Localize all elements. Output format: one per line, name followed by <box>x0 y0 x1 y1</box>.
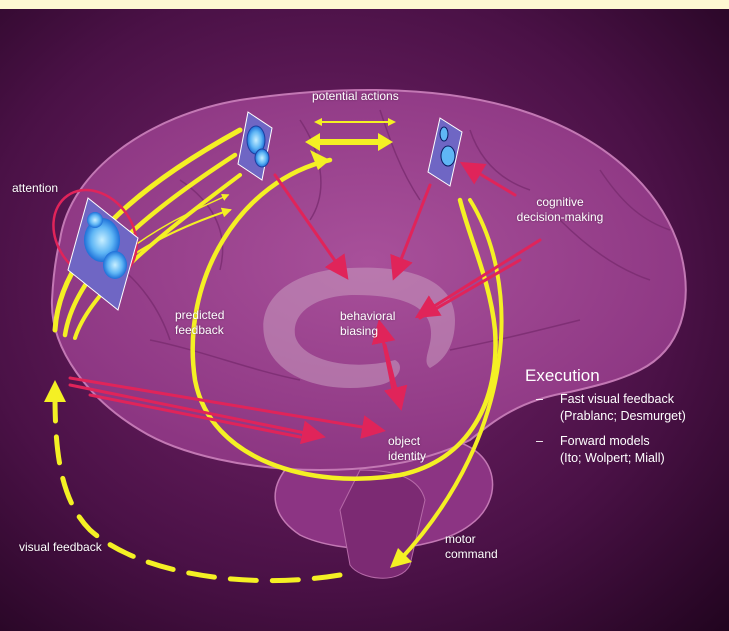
execution-item-line1: Fast visual feedback <box>560 392 674 406</box>
cognitive-line1: cognitive <box>536 195 584 209</box>
behavioral-biasing-label: behavioral biasing <box>340 309 395 339</box>
execution-item-line1: Forward models <box>560 434 650 448</box>
object-line1: object <box>388 434 421 448</box>
yellow-loop-arrow <box>190 157 498 481</box>
execution-item-line2: (Ito; Wolpert; Miall) <box>560 451 665 465</box>
motor-line2: command <box>445 547 498 561</box>
attention-label: attention <box>12 181 59 195</box>
behavioral-line1: behavioral <box>340 309 396 323</box>
frontal-map-panel <box>427 117 463 187</box>
potential-actions-label: potential actions <box>312 89 399 103</box>
motor-command-arrow <box>398 198 504 562</box>
execution-item-line2: (Prablanc; Desmurget) <box>560 409 686 423</box>
object-identity-label: object identity <box>388 434 426 464</box>
execution-item-fast-visual-feedback: – Fast visual feedback (Prablanc; Desmurg… <box>536 391 686 425</box>
brainstem <box>339 469 426 579</box>
cognitive-decision-label: cognitive decision-making <box>505 195 615 225</box>
motor-line1: motor <box>445 532 476 546</box>
execution-title: Execution <box>525 366 600 385</box>
object-line2: identity <box>388 449 427 463</box>
sulci <box>109 109 671 381</box>
cognitive-line2: decision-making <box>516 210 604 224</box>
yellow-loop-arrowhead <box>310 150 330 170</box>
visual-feedback-arrow <box>52 392 343 584</box>
execution-bullet: – <box>536 392 543 406</box>
predicted-line1: predicted <box>175 308 225 322</box>
attention-map-panel <box>67 197 139 311</box>
execution-item-forward-models: – Forward models (Ito; Wolpert; Miall) <box>536 433 665 467</box>
behavioral-line2: biasing <box>340 324 379 338</box>
visual-feedback-label: visual feedback <box>19 540 102 554</box>
visual-feedback-arrowhead <box>44 380 66 402</box>
red-arrows <box>68 161 542 445</box>
predicted-feedback-label: predicted feedback <box>175 308 224 338</box>
parietal-map-panel <box>237 111 273 181</box>
execution-bullet: – <box>536 434 543 448</box>
limbic-ring <box>263 267 455 388</box>
motor-command-arrowhead <box>390 548 412 568</box>
motor-command-label: motor command <box>445 532 498 562</box>
top-band <box>0 0 729 9</box>
predicted-line2: feedback <box>175 323 224 337</box>
